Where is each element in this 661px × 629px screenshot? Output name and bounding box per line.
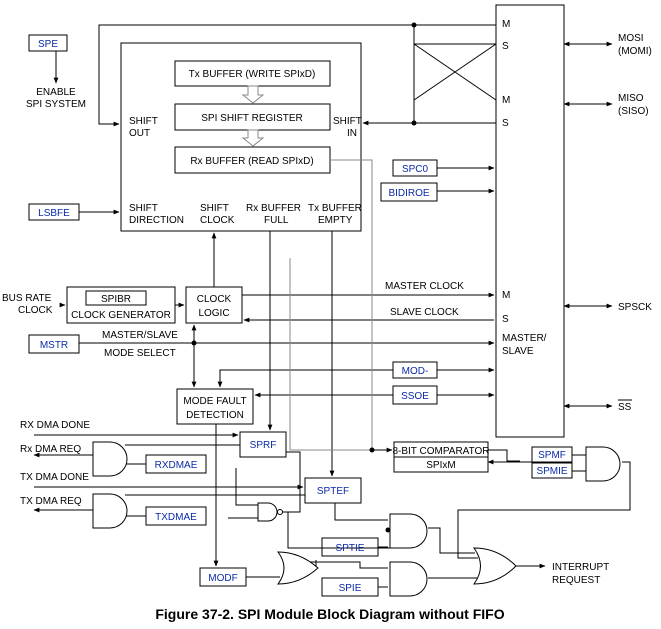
pin-m-clk: M [502, 290, 510, 301]
spibr-box [85, 290, 147, 306]
shift-clock-label-1: SHIFT [200, 203, 229, 214]
spe-box[interactable] [28, 34, 68, 52]
rx-buffer-label: Rx BUFFER (READ SPIxD) [190, 156, 313, 167]
pin-m-mid: M [502, 95, 510, 106]
tx-dma-req-label: TX DMA REQ [20, 496, 82, 507]
rx-dma-done-label: RX DMA DONE [20, 420, 90, 431]
sptef-label: SPTEF [317, 486, 349, 497]
bus-rate-label-1: BUS RATE [2, 293, 52, 304]
tx-buffer-label: Tx BUFFER (WRITE SPIxD) [189, 69, 316, 80]
spmf-label: SPMF [538, 450, 566, 461]
shift-clock-label-2: CLOCK [200, 215, 235, 226]
clock-logic-label-2: LOGIC [198, 308, 229, 319]
modf-label: MODF [208, 573, 237, 584]
miso-label-1: MISO [618, 93, 644, 104]
shift-out-label-2: OUT [129, 128, 150, 139]
lsbfe-label: LSBFE [38, 208, 70, 219]
rx-dma-and-gate [92, 441, 128, 477]
spe-label: SPE [38, 39, 58, 50]
mid-and-gate-bubble [277, 509, 283, 515]
enable-label-1: ENABLE [36, 87, 76, 98]
ss-label: SS [618, 402, 632, 413]
pin-master-slave-2: SLAVE [502, 346, 534, 357]
pin-s-clk: S [502, 314, 509, 325]
modf-or-gate [277, 551, 319, 585]
shift-to-rx-arrow [241, 129, 265, 147]
mode-select-label: MODE SELECT [104, 348, 176, 359]
shift-out-label-1: SHIFT [129, 116, 158, 127]
sptef-box[interactable] [304, 477, 362, 504]
interrupt-or-gate [473, 547, 517, 585]
pin-control-block [495, 4, 565, 438]
tx-to-shift-arrow [241, 85, 265, 104]
rx-full-label-1: Rx BUFFER [246, 203, 301, 214]
rxdmae-label: RXDMAE [155, 460, 198, 471]
spsck-label: SPSCK [618, 302, 652, 313]
tx-dma-done-label: TX DMA DONE [20, 472, 89, 483]
mosi-label-2: (MOMI) [618, 46, 652, 57]
shift-in-label-2: IN [347, 128, 357, 139]
tx-empty-label-1: Tx BUFFER [308, 203, 362, 214]
mod-label: MOD- [402, 366, 429, 377]
interrupt-label-2: REQUEST [552, 575, 600, 586]
sptie-label: SPTIE [336, 543, 365, 554]
mode-fault-box [176, 388, 254, 425]
clock-generator-label: CLOCK GENERATOR [71, 310, 171, 321]
shift-in-label-1: SHIFT [333, 116, 362, 127]
mid-and-gate [257, 502, 278, 522]
figure-caption: Figure 37-2. SPI Module Block Diagram wi… [155, 606, 504, 622]
comparator-label-1: 8-BIT COMPARATOR [392, 446, 489, 457]
ssoe-label: SSOE [401, 391, 429, 402]
txdmae-label: TXDMAE [155, 512, 197, 523]
master-clock-label: MASTER CLOCK [385, 281, 464, 292]
mosi-label-1: MOSI [618, 33, 644, 44]
slave-clock-label: SLAVE CLOCK [390, 307, 459, 318]
spie-and-gate [389, 561, 428, 597]
mode-fault-label-2: DETECTION [186, 410, 244, 421]
master-slave-signal-label: MASTER/SLAVE [102, 330, 178, 341]
bidiroe-box[interactable] [380, 182, 438, 202]
sprf-box[interactable] [239, 431, 287, 458]
spibr-label: SPIBR [101, 294, 131, 305]
pin-s-mid: S [502, 118, 509, 129]
sptef-and-gate [389, 513, 428, 549]
miso-label-2: (SISO) [618, 106, 649, 117]
interrupt-label-1: INTERRUPT [552, 562, 609, 573]
clock-logic-box [185, 286, 243, 324]
spie-label: SPIE [339, 583, 362, 594]
spmie-label: SPMIE [536, 466, 567, 477]
shift-direction-label-2: DIRECTION [129, 215, 184, 226]
pin-m-top: M [502, 19, 510, 30]
tx-empty-label-2: EMPTY [318, 215, 353, 226]
tx-buffer-box [174, 60, 331, 87]
mstr-box[interactable] [28, 334, 80, 354]
sprf-label: SPRF [250, 440, 277, 451]
mode-fault-label-1: MODE FAULT [183, 396, 246, 407]
clock-logic-label-1: CLOCK [197, 294, 232, 305]
spc0-label: SPC0 [402, 164, 429, 175]
mstr-label: MSTR [40, 340, 68, 351]
pin-master-slave-1: MASTER/ [502, 333, 547, 344]
enable-label-2: SPI SYSTEM [26, 99, 86, 110]
comparator-label-2: SPIxM [426, 460, 455, 471]
shift-register-label: SPI SHIFT REGISTER [201, 113, 303, 124]
spm-and-gate [585, 446, 621, 482]
shift-direction-label-1: SHIFT [129, 203, 158, 214]
rx-dma-req-label: Rx DMA REQ [20, 444, 81, 455]
rx-full-label-2: FULL [264, 215, 289, 226]
tx-dma-and-gate [92, 493, 128, 529]
bus-rate-label-2: CLOCK [18, 305, 53, 316]
bidiroe-label: BIDIROE [388, 188, 429, 199]
pin-s-top: S [502, 41, 509, 52]
